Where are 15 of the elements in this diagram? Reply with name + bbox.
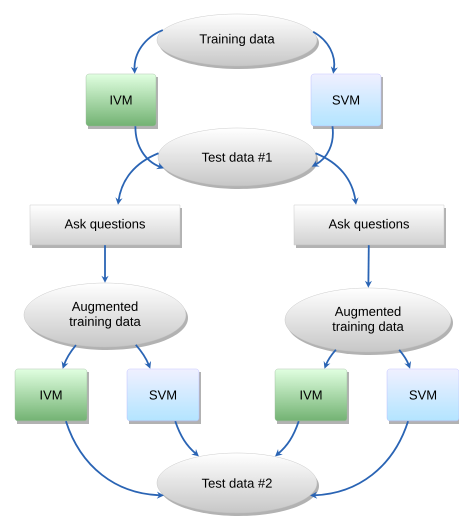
ellipse-node: Test data #1 bbox=[158, 128, 318, 189]
process-box: Ask questions bbox=[294, 204, 446, 248]
model-box: SVM bbox=[126, 368, 201, 424]
ellipse-node: Training data bbox=[156, 14, 319, 69]
ellipse-node: Augmented training data bbox=[24, 282, 188, 350]
model-box: IVM bbox=[14, 368, 89, 424]
arrow bbox=[275, 420, 300, 456]
ellipse-node: Test data #2 bbox=[156, 452, 319, 516]
model-box: IVM bbox=[274, 368, 349, 424]
model-box: SVM bbox=[386, 368, 459, 424]
arrow bbox=[174, 420, 199, 456]
model-box: SVM bbox=[310, 74, 383, 129]
ellipse-node: Augmented training data bbox=[284, 288, 453, 355]
model-box: IVM bbox=[86, 74, 158, 129]
process-box: Ask questions bbox=[30, 204, 182, 248]
